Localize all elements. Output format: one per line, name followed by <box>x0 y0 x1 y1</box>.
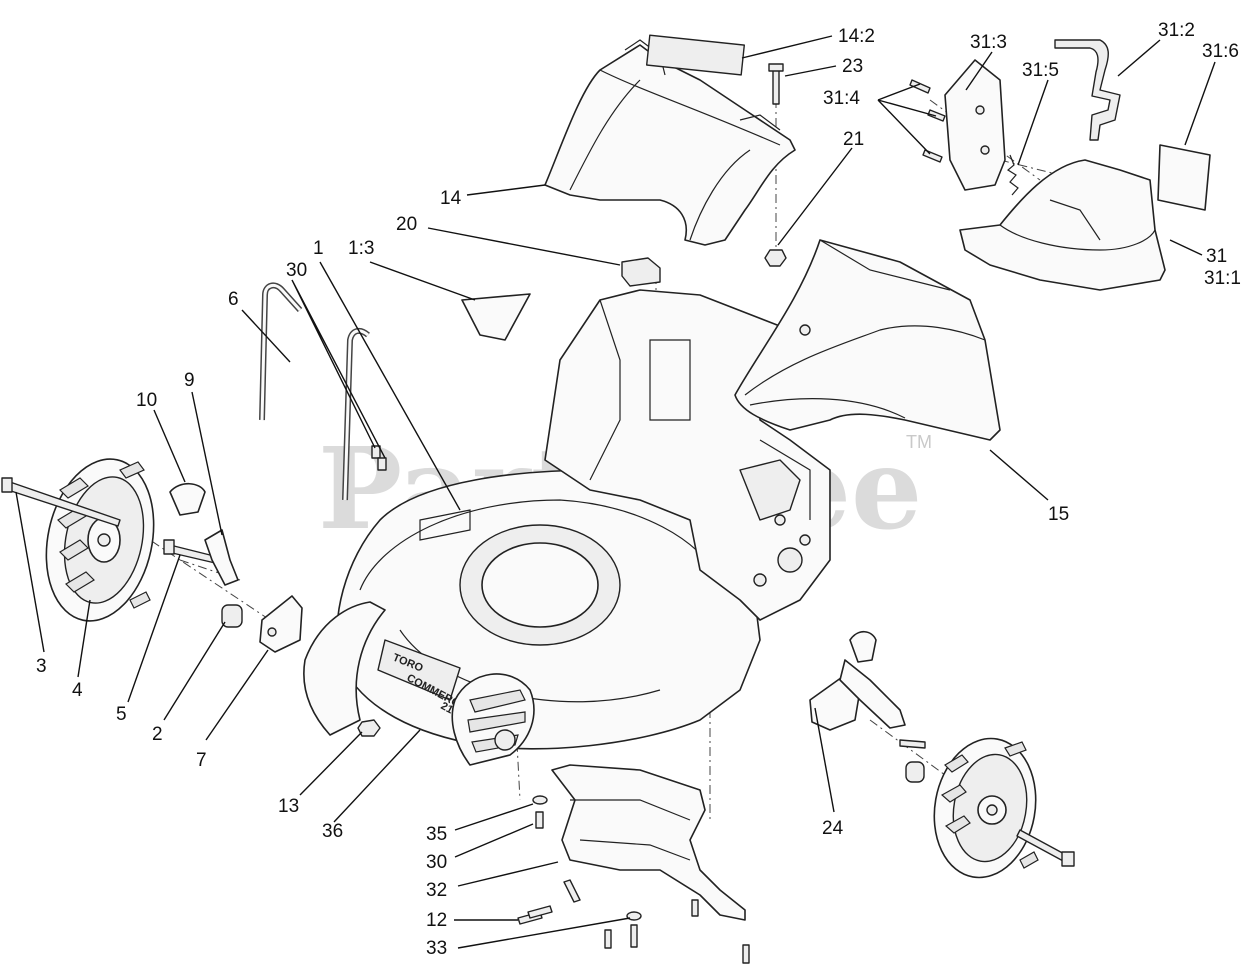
callout-1-3: 1:3 <box>348 238 374 259</box>
callout-10: 10 <box>136 390 157 411</box>
callout-31-1: 31:1 <box>1204 268 1241 289</box>
right-height-adjuster-part-24 <box>809 630 926 783</box>
baffle-part-32 <box>551 764 746 921</box>
height-lever-part-9 <box>204 529 239 586</box>
callout-13: 13 <box>278 796 299 817</box>
callout-30: 30 <box>286 260 307 281</box>
deck-size-text: 21 <box>439 700 455 716</box>
callout-31-4: 31:4 <box>823 88 860 109</box>
right-wheel <box>933 737 1075 879</box>
callout-2: 2 <box>152 724 163 745</box>
screws-part-31-4 <box>909 79 946 163</box>
callout-23: 23 <box>842 56 863 77</box>
callout-20: 20 <box>396 214 417 235</box>
nut-part-21 <box>764 249 787 267</box>
mower-deck-part-1: TORO COMMERCIAL 21 <box>303 289 831 766</box>
callout-32: 32 <box>426 880 447 901</box>
washer-part-35 <box>532 795 548 805</box>
left-wheel-part-4 <box>45 458 155 622</box>
grass-chute-part-15 <box>734 239 1001 441</box>
callout-labels: 14:2 23 31:2 31:3 31:5 31:6 31:4 21 14 2… <box>36 20 1241 959</box>
callout-31-3: 31:3 <box>970 32 1007 53</box>
callout-21: 21 <box>843 129 864 150</box>
bracket-part-31-3 <box>944 59 1006 191</box>
screws-part-12 <box>517 879 581 925</box>
washer-part-33 <box>604 899 750 964</box>
leader-lines <box>15 35 1216 949</box>
handle-bracket-part-6 <box>259 282 303 421</box>
callout-33: 33 <box>426 938 447 959</box>
axle-bolt-part-3 <box>1 477 121 527</box>
callout-35: 35 <box>426 824 447 845</box>
callout-12: 12 <box>426 910 447 931</box>
callout-31-2: 31:2 <box>1158 20 1195 41</box>
callout-4: 4 <box>72 680 83 701</box>
decal-part-31-6 <box>1157 144 1211 211</box>
callout-24: 24 <box>822 818 844 839</box>
callout-6: 6 <box>228 289 239 310</box>
callout-9: 9 <box>184 370 195 391</box>
rear-flap-assembly-part-31 <box>909 39 1211 291</box>
callout-30-lower: 30 <box>426 852 447 873</box>
callout-36: 36 <box>322 821 343 842</box>
handle-bar-part-30 <box>342 327 387 501</box>
callout-14: 14 <box>440 188 462 209</box>
callout-5: 5 <box>116 704 127 725</box>
rod-part-31-2 <box>1054 39 1121 141</box>
lever-knob-part-10 <box>169 482 206 516</box>
clip-part-20 <box>621 257 661 287</box>
nut-part-13 <box>357 719 381 737</box>
bolt-part-30-lower <box>535 811 544 829</box>
spring-part-31-5 <box>1006 154 1019 196</box>
callout-7: 7 <box>196 750 207 771</box>
callout-31: 31 <box>1206 246 1227 267</box>
decal-part-14-2 <box>645 34 746 76</box>
bolt-part-23 <box>768 63 784 105</box>
callout-31-6: 31:6 <box>1202 41 1239 62</box>
callout-15: 15 <box>1048 504 1069 525</box>
callout-14-2: 14:2 <box>838 26 875 47</box>
callout-31-5: 31:5 <box>1022 60 1059 81</box>
height-plate-part-7 <box>259 595 303 653</box>
rear-cover-part-14 <box>544 34 796 246</box>
spacer-part-2 <box>221 604 243 628</box>
callout-3: 3 <box>36 656 47 677</box>
callout-1: 1 <box>313 238 324 259</box>
watermark-trademark: TM <box>906 432 932 452</box>
decal-part-1-3 <box>461 293 531 341</box>
